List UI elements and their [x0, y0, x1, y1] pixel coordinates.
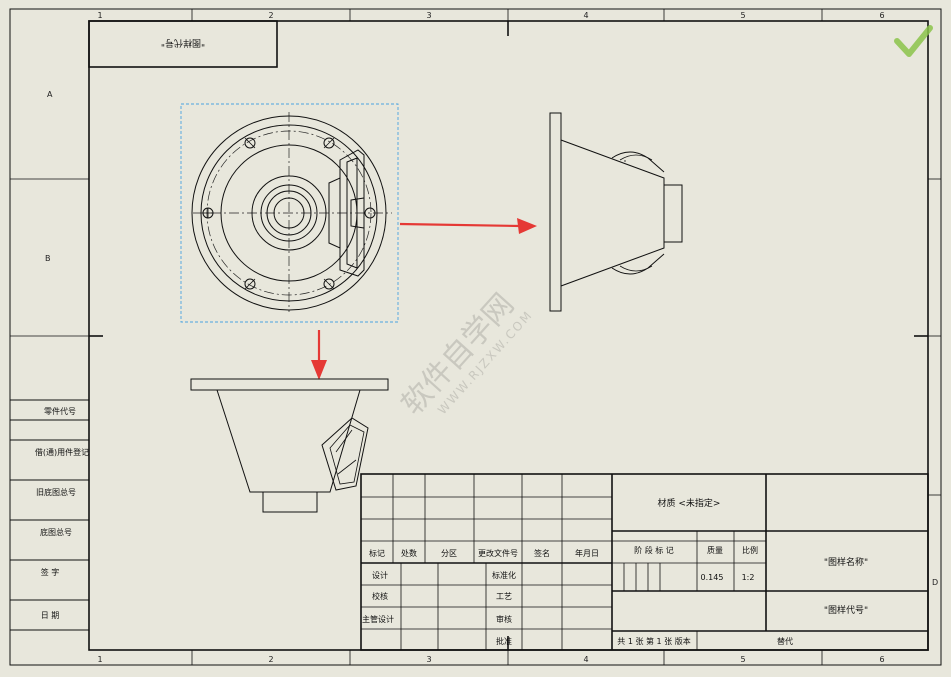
rev-header-doc: 更改文件号 — [478, 548, 518, 558]
rev-header-sign: 签名 — [534, 548, 550, 558]
drawing-name-text: "图样名称" — [824, 556, 868, 568]
sign-label-check: 校核 — [372, 591, 388, 601]
scale-header: 比例 — [742, 545, 758, 555]
check-icon — [894, 25, 933, 57]
rev-header-mark: 标记 — [369, 548, 385, 558]
zone-column-label: 4 — [583, 655, 588, 664]
bottom-view[interactable] — [190, 378, 389, 513]
mass-value: 0.145 — [701, 573, 724, 582]
zone-row-label-d: D — [932, 578, 938, 587]
sheets-text: 共 1 张 第 1 张 版本 — [617, 636, 690, 646]
stamp-box — [88, 20, 278, 68]
zone-column-label: 6 — [879, 655, 884, 664]
sign-label-approve: 批准 — [496, 636, 512, 646]
replace-text: 替代 — [777, 636, 793, 646]
material-text: 材质 <未指定> — [658, 497, 721, 509]
rev-header-count: 处数 — [401, 548, 417, 558]
view-selection-box[interactable] — [180, 103, 399, 323]
red-arrow-down-icon — [311, 330, 327, 380]
scale-value: 1:2 — [742, 573, 755, 582]
left-side-table — [10, 399, 89, 631]
side-view[interactable] — [549, 112, 683, 312]
sign-label-chief: 主管设计 — [362, 614, 394, 624]
sign-label-process: 工艺 — [496, 592, 512, 601]
left-table-date: 日 期 — [41, 611, 60, 620]
left-table-old-base-code: 旧底图总号 — [36, 487, 76, 497]
zone-column-label: 5 — [740, 11, 745, 20]
sign-label-design: 设计 — [372, 570, 388, 580]
left-table-base-code: 底图总号 — [40, 527, 72, 537]
zone-column-label: 1 — [97, 11, 102, 20]
mass-header: 质量 — [707, 545, 723, 555]
left-table-borrowed-reg: 借(通)用件登记 — [35, 447, 89, 457]
zone-column-label: 3 — [426, 11, 431, 20]
outer-border — [9, 8, 942, 666]
sign-label-review: 审核 — [496, 614, 512, 624]
zone-markers — [10, 9, 941, 665]
zone-column-label: 2 — [268, 11, 273, 20]
zone-column-label: 5 — [740, 655, 745, 664]
title-block — [360, 473, 929, 651]
stamp-box-text: "图样代号" — [161, 37, 205, 49]
drawing-code-text: "图样代号" — [824, 604, 868, 616]
sign-label-standard: 标准化 — [492, 570, 516, 580]
zone-column-labels-bottom: 1 2 3 4 5 6 — [97, 655, 884, 664]
zone-row-label-a: A — [47, 90, 53, 99]
left-table-part-code: 零件代号 — [44, 406, 76, 416]
watermark: 软件自学网 WWW.RJZXW.COM — [395, 287, 536, 422]
rev-header-date: 年月日 — [575, 548, 599, 558]
front-view[interactable] — [191, 112, 392, 312]
zone-column-label: 1 — [97, 655, 102, 664]
zone-column-label: 4 — [583, 11, 588, 20]
zone-column-label: 2 — [268, 655, 273, 664]
zone-column-label: 3 — [426, 655, 431, 664]
stage-mark-header: 阶 段 标 记 — [634, 545, 674, 555]
rev-header-zone: 分区 — [441, 549, 457, 558]
zone-column-label: 6 — [879, 11, 884, 20]
red-arrow-right-icon — [399, 218, 537, 234]
left-table-sign: 签 字 — [41, 567, 60, 577]
zone-row-label-b: B — [45, 254, 51, 263]
zone-column-labels-top: 1 2 3 4 5 6 — [97, 11, 884, 20]
